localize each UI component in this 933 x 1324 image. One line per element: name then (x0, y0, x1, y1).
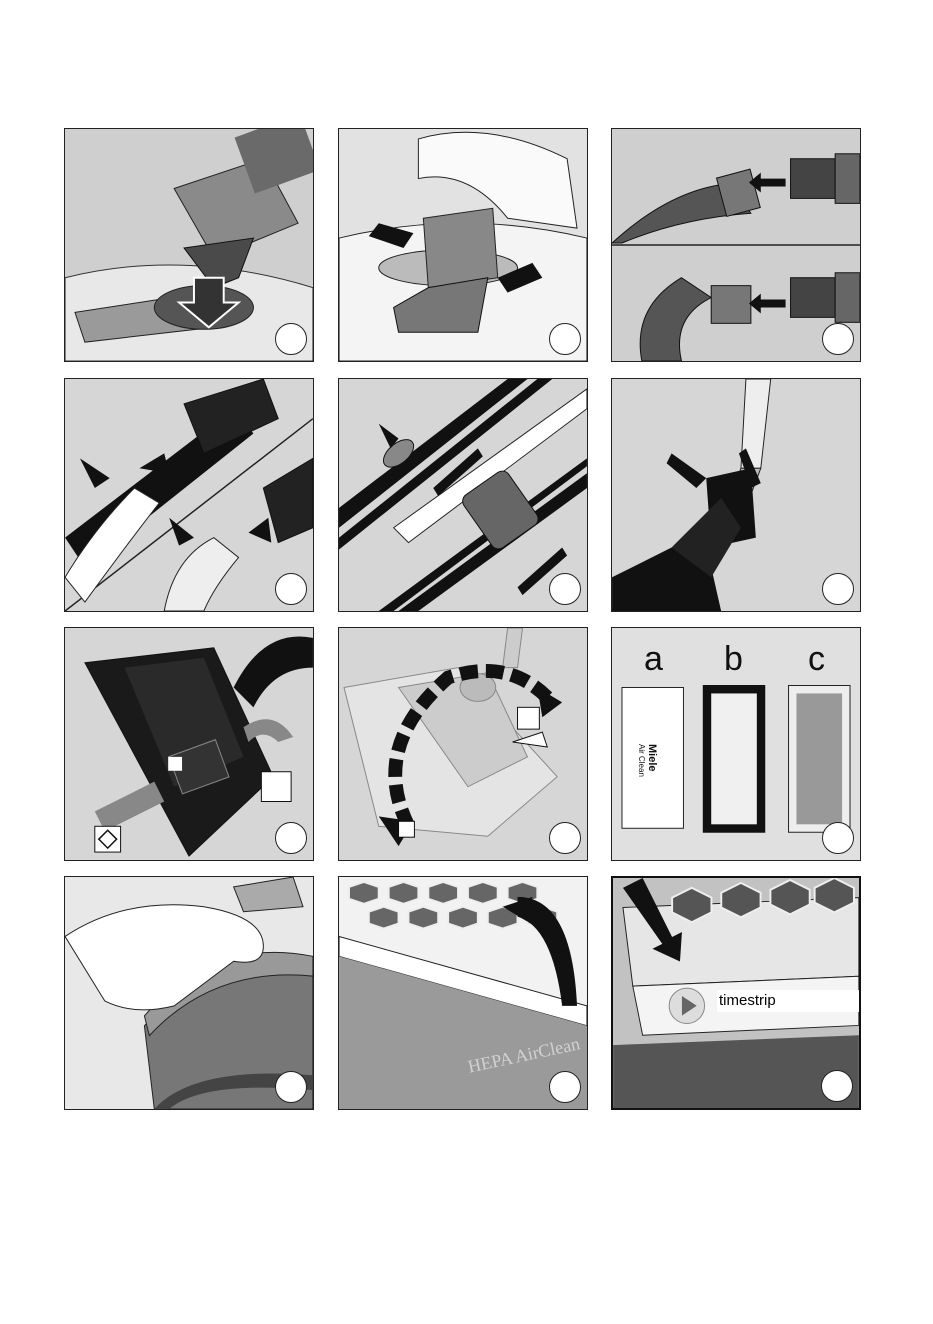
step-5-panel (338, 378, 588, 612)
step-number-circle (549, 822, 581, 854)
filter-product-label: Air Clean (637, 744, 646, 777)
step-number-circle (821, 1070, 853, 1102)
hose-insert-illustration (65, 129, 313, 361)
floorhead-pedal-illustration (339, 628, 587, 860)
step-number-circle (549, 1071, 581, 1103)
step-12-panel: timestrip (611, 876, 861, 1110)
step-number-circle (549, 323, 581, 355)
step-number-circle (275, 323, 307, 355)
step-number-circle (822, 323, 854, 355)
step-number-circle (275, 822, 307, 854)
wand-connect-illustration (65, 379, 313, 611)
hepa-filter-illustration (339, 877, 587, 1109)
step-number-circle (822, 822, 854, 854)
step-3-panel (611, 128, 861, 362)
telescopic-tube-illustration (339, 379, 587, 611)
hose-attach-illustration (612, 129, 860, 361)
step-number-circle (275, 1071, 307, 1103)
step-2-panel (338, 128, 588, 362)
step-10-panel (64, 876, 314, 1110)
step-8-panel (338, 627, 588, 861)
hose-release-illustration (339, 129, 587, 361)
step-4-panel (64, 378, 314, 612)
floorhead-attach-illustration (612, 379, 860, 611)
step-number-circle (549, 573, 581, 605)
step-11-panel: HEPA AirClean (338, 876, 588, 1110)
filter-brand-label: Miele (646, 744, 658, 772)
step-number-circle (822, 573, 854, 605)
floorhead-switch-illustration (65, 628, 313, 860)
step-number-circle (275, 573, 307, 605)
lid-release-illustration (65, 877, 313, 1109)
step-9-panel: a b c Miele Air Clean (611, 627, 861, 861)
timestrip-label: timestrip (717, 990, 861, 1012)
step-7-panel (64, 627, 314, 861)
step-1-panel (64, 128, 314, 362)
step-6-panel (611, 378, 861, 612)
